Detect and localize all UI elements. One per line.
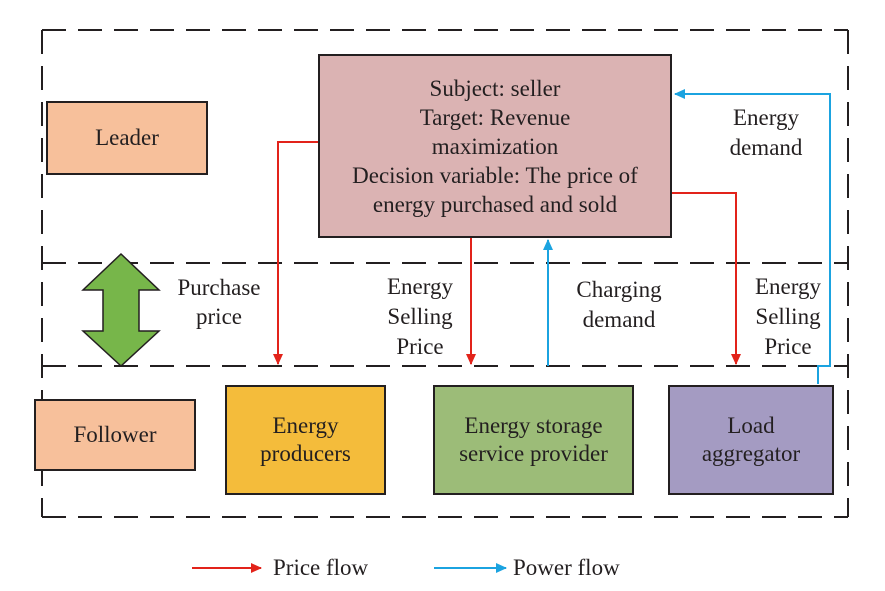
purchase-price-label: Purchase price [165, 273, 273, 331]
energy-storage-line-1: Energy storage [464, 413, 603, 438]
follower-label: Follower [73, 422, 157, 447]
energy-selling-price-2-line-2: Selling [755, 304, 821, 329]
leader-label: Leader [95, 125, 159, 150]
seller-line-3: maximization [431, 133, 559, 159]
energy-selling-price-2-line-1: Energy [754, 274, 821, 299]
energy-selling-price-1-line-3: Price [396, 334, 444, 359]
charging-demand-line-2: demand [582, 307, 656, 332]
energy-producers-line-2: producers [260, 441, 351, 466]
load-aggregator-text: Load aggregator [702, 412, 800, 468]
legend-power-flow-label: Power flow [513, 555, 620, 580]
energy-selling-price-label-2: Energy Selling Price [740, 272, 836, 362]
energy-producers-box: Energy producers [225, 385, 386, 495]
energy-demand-label: Energy demand [718, 103, 814, 163]
energy-selling-price-2-line-3: Price [764, 334, 812, 359]
seller-line-4: Decision variable: The price of [352, 162, 638, 188]
energy-demand-line-2: demand [729, 135, 803, 160]
load-aggregator-line-2: aggregator [701, 441, 801, 466]
purchase-price-arrow [273, 141, 318, 365]
leader-follower-double-arrow [81, 252, 161, 368]
purchase-price-line-1: Purchase [177, 275, 261, 300]
energy-storage-text: Energy storage service provider [459, 412, 608, 468]
legend-price-flow-label: Price flow [273, 555, 369, 580]
seller-line-2: Target: Revenue [419, 104, 571, 130]
load-aggregator-line-1: Load [727, 413, 775, 438]
energy-demand-arrow [674, 89, 831, 384]
energy-selling-price-1-line-1: Energy [386, 274, 453, 299]
energy-selling-price-label-1: Energy Selling Price [372, 272, 468, 362]
energy-storage-line-2: service provider [459, 441, 608, 466]
leader-box: Leader [46, 101, 208, 175]
energy-demand-line-1: Energy [732, 105, 799, 130]
purchase-price-line-2: price [196, 304, 242, 329]
follower-box: Follower [34, 399, 196, 471]
energy-storage-box: Energy storage service provider [433, 385, 634, 495]
seller-text: Subject: seller Target: Revenue maximiza… [352, 74, 638, 219]
seller-line-5: energy purchased and sold [372, 191, 618, 217]
energy-selling-price-1-line-2: Selling [387, 304, 453, 329]
seller-line-1: Subject: seller [429, 75, 561, 101]
energy-producers-line-1: Energy [272, 413, 339, 438]
charging-demand-label: Charging demand [560, 275, 678, 335]
energy-producers-text: Energy producers [260, 412, 351, 468]
energy-selling-price-arrow-aggregator [672, 192, 741, 365]
charging-demand-line-1: Charging [576, 277, 662, 302]
load-aggregator-box: Load aggregator [668, 385, 834, 495]
seller-box: Subject: seller Target: Revenue maximiza… [318, 54, 672, 238]
